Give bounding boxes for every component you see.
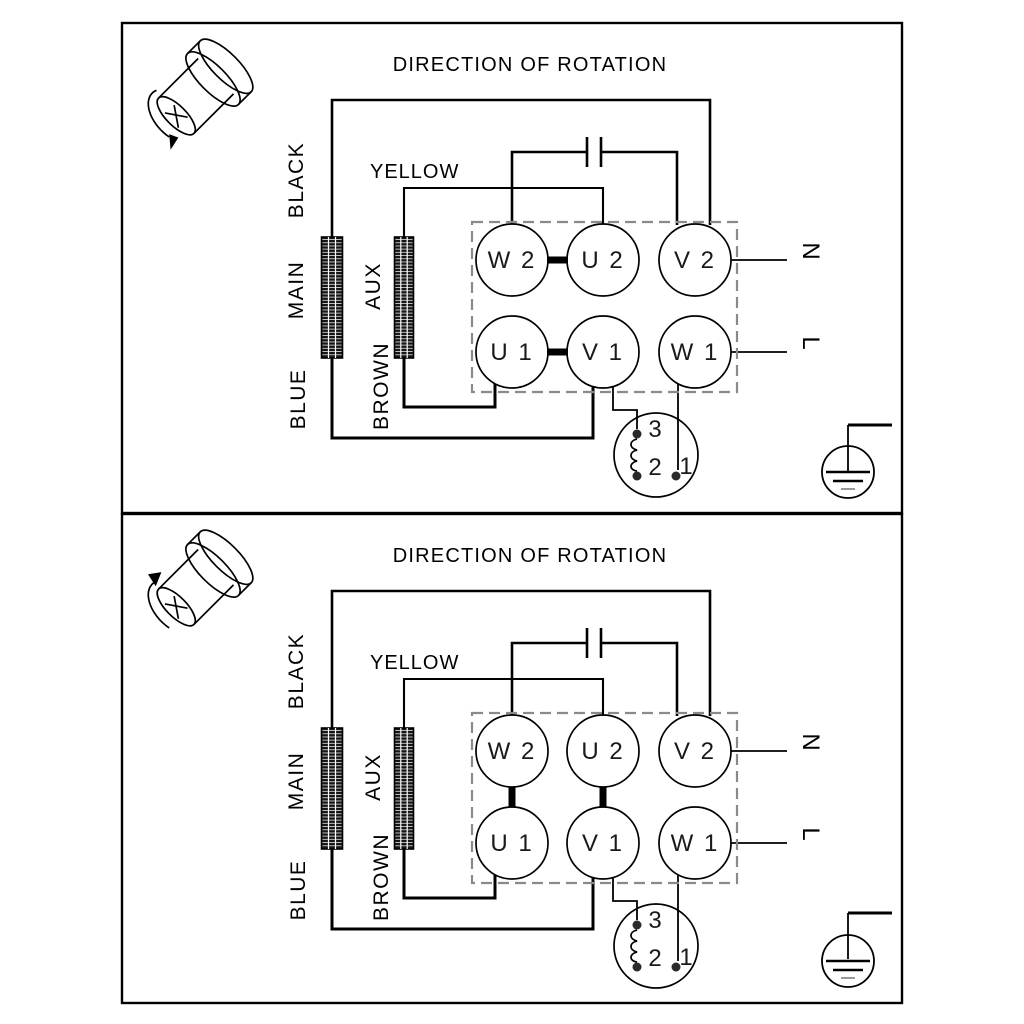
terminal-w1 — [658, 806, 732, 880]
blue-label: BLUE — [287, 369, 310, 430]
switch-label-3: 3 — [648, 416, 661, 443]
wire-v1-to-switch — [612, 387, 638, 429]
panel-border — [120, 512, 904, 1005]
capacitor — [510, 137, 679, 225]
brown-label: BROWN — [370, 833, 393, 921]
motor-rotation-cw-icon — [147, 529, 254, 629]
terminal-v2 — [658, 714, 732, 788]
thermal-switch: 3 2 1 — [613, 412, 699, 498]
switch-coil — [630, 929, 638, 963]
terminal-w1 — [658, 315, 732, 389]
yellow-label: YELLOW — [370, 161, 459, 183]
terminal-label-w1: W 1 — [671, 830, 720, 857]
rotation-arrow-arc — [147, 580, 170, 629]
terminal-board-outline — [470, 220, 739, 394]
main-label: MAIN — [285, 261, 308, 320]
terminal-label-v2: V 2 — [674, 247, 716, 274]
capacitor — [510, 628, 679, 716]
switch-label-1: 1 — [679, 944, 692, 971]
main-label: MAIN — [285, 752, 308, 811]
switch-label-1: 1 — [679, 453, 692, 480]
blue-wire — [330, 358, 595, 440]
terminal-block: W 2 U 2 V 2 U 1 V 1 W 1 — [475, 223, 732, 389]
switch-label-3: 3 — [648, 907, 661, 934]
terminal-label-u1: U 1 — [490, 830, 533, 857]
black-wire — [330, 98, 712, 237]
motor-rotation-ccw-icon — [147, 38, 254, 150]
neutral-label: N — [797, 733, 824, 750]
switch-terminal-2-dot — [632, 962, 642, 972]
terminal-label-u1: U 1 — [490, 339, 533, 366]
terminal-board-outline — [470, 711, 739, 885]
switch-terminal-3-dot — [632, 429, 642, 439]
neutral-label: N — [797, 242, 824, 259]
switch-label-2: 2 — [648, 454, 661, 481]
aux-label: AUX — [362, 753, 385, 801]
terminal-label-u2: U 2 — [581, 247, 624, 274]
line-label: L — [797, 336, 824, 349]
switch-terminal-1-dot — [671, 471, 681, 481]
panel-top: DIRECTION OF ROTATION — [120, 21, 904, 515]
earth-ground-icon — [821, 423, 892, 499]
switch-terminal-1-dot — [671, 962, 681, 972]
aux-winding — [393, 727, 415, 850]
terminal-label-w2: W 2 — [488, 738, 537, 765]
earth-ground-icon — [821, 911, 892, 988]
terminal-block: W 2 U 2 V 2 U 1 V 1 W 1 — [475, 714, 732, 880]
aux-label: AUX — [362, 262, 385, 310]
terminal-label-v1: V 1 — [582, 830, 624, 857]
terminal-label-u2: U 2 — [581, 738, 624, 765]
switch-terminal-3-dot — [632, 920, 642, 930]
blue-label: BLUE — [287, 860, 310, 921]
terminal-label-w1: W 1 — [671, 339, 720, 366]
panel-title: DIRECTION OF ROTATION — [393, 545, 667, 567]
yellow-label: YELLOW — [370, 652, 459, 674]
wire-v1-to-switch — [612, 878, 638, 920]
switch-coil — [630, 438, 638, 472]
brown-wire — [402, 358, 497, 409]
brown-label: BROWN — [370, 342, 393, 430]
rotation-arrowhead-up — [147, 572, 162, 587]
line-label: L — [797, 827, 824, 840]
aux-winding — [393, 236, 415, 359]
switch-terminal-2-dot — [632, 471, 642, 481]
panel-bottom: DIRECTION OF ROTATION — [120, 512, 904, 1005]
main-winding — [320, 236, 344, 359]
terminal-label-v1: V 1 — [582, 339, 624, 366]
rotation-arrowhead-down — [169, 134, 179, 150]
main-winding — [320, 727, 344, 850]
brown-wire — [402, 849, 497, 900]
black-label: BLACK — [285, 142, 308, 218]
switch-label-2: 2 — [648, 945, 661, 972]
thermal-switch: 3 2 1 — [613, 903, 699, 989]
black-wire — [330, 589, 712, 728]
terminal-v2 — [658, 223, 732, 297]
yellow-wire — [402, 186, 605, 237]
terminal-label-w2: W 2 — [488, 247, 537, 274]
yellow-wire — [402, 677, 605, 728]
rotation-arrow-arc — [147, 89, 170, 138]
blue-wire — [330, 849, 595, 931]
panel-title: DIRECTION OF ROTATION — [393, 54, 667, 76]
terminal-label-v2: V 2 — [674, 738, 716, 765]
black-label: BLACK — [285, 633, 308, 709]
